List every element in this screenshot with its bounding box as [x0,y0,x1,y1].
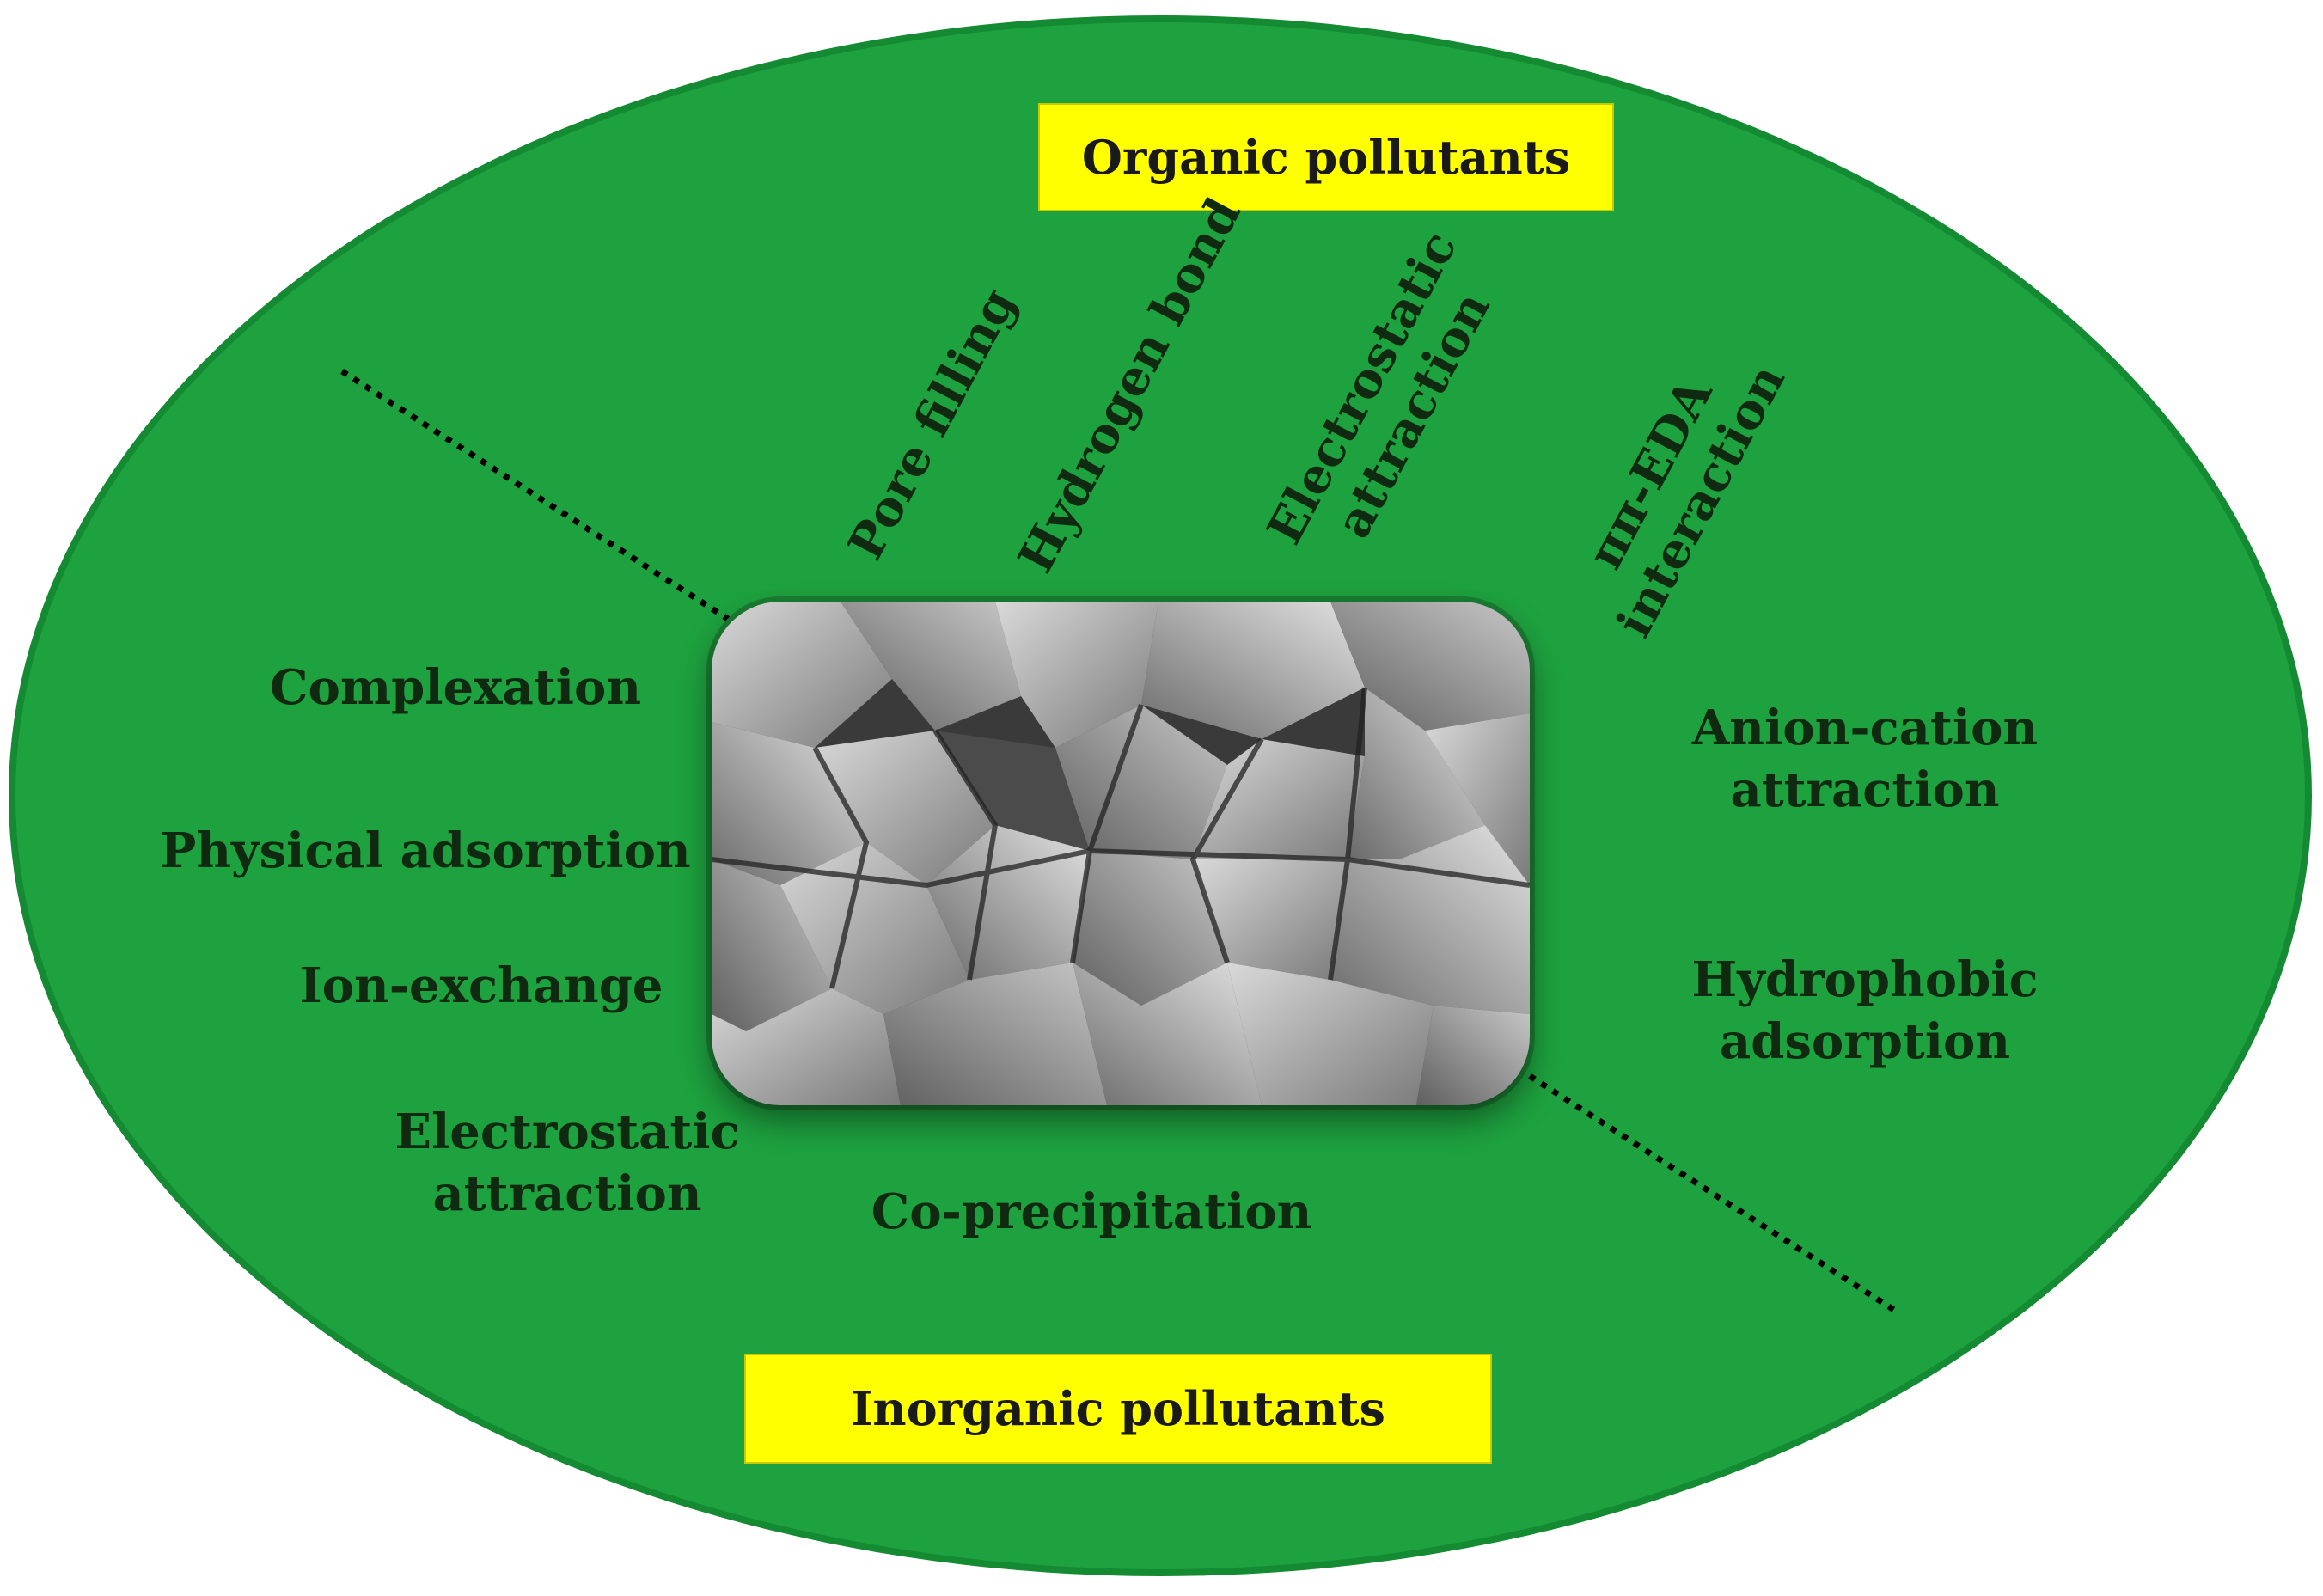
separator-line-upper-left [340,369,732,623]
sem-texture [712,602,1530,1105]
inorganic-electrostatic-line2: attraction [432,1165,702,1222]
anion-cation-line1: Anion-cation [1691,700,2039,756]
inorganic-electrostatic-line1: Electrostatic [394,1104,740,1160]
hydrophobic-line1: Hydrophobic [1691,951,2039,1008]
organic-pollutants-label: Organic pollutants [1081,130,1571,185]
sem-micrograph-image [712,602,1530,1105]
anion-cation-line2: attraction [1730,761,2000,818]
inorganic-electrostatic-attraction-label: Electrostatic attraction [378,1102,756,1225]
ion-exchange-label: Ion-exchange [299,957,663,1014]
complexation-label: Complexation [269,659,642,716]
anion-cation-attraction-label: Anion-cation attraction [1650,698,2080,821]
organic-pollutants-badge: Organic pollutants [1038,103,1614,211]
inorganic-pollutants-badge: Inorganic pollutants [744,1354,1492,1464]
hydrophobic-line2: adsorption [1719,1012,2011,1070]
co-precipitation-label: Co-precipitation [871,1183,1312,1240]
physical-adsorption-label: Physical adsorption [160,822,691,879]
hydrophobic-adsorption-label: Hydrophobic adsorption [1650,950,2080,1073]
inorganic-pollutants-label: Inorganic pollutants [851,1381,1385,1436]
separator-line-lower-right [1528,1073,1901,1316]
